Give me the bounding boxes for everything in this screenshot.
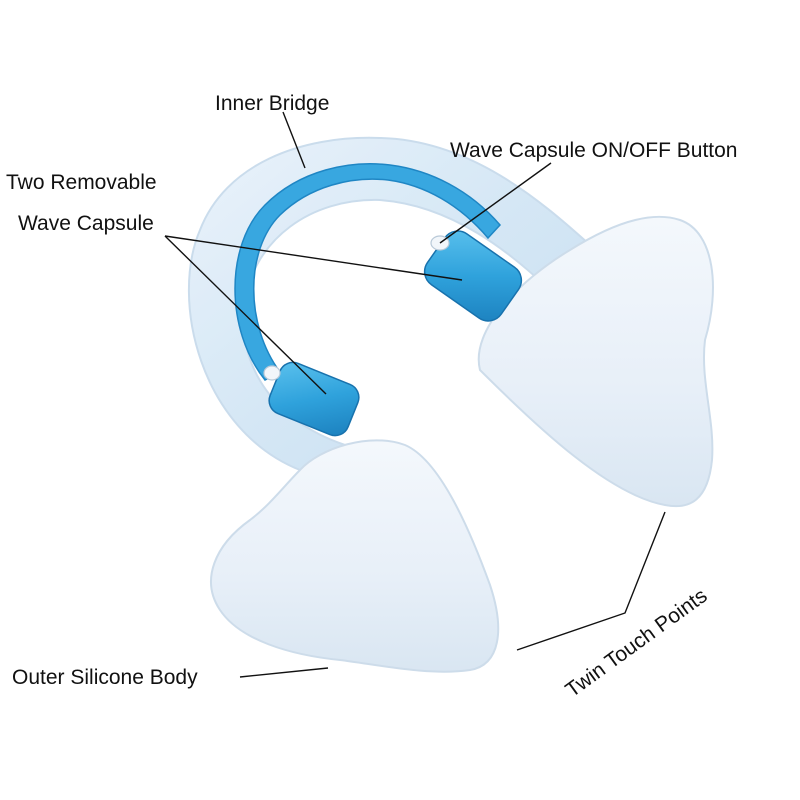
two-removable-label: Two Removable: [6, 171, 157, 194]
device-illustration: [187, 136, 714, 673]
inner-bridge-label: Inner Bridge: [215, 92, 329, 115]
inner-bridge-leader: [282, 111, 306, 169]
on-off-button-label: Wave Capsule ON/OFF Button: [450, 139, 738, 162]
right-wave-capsule: [423, 230, 523, 322]
leader-lines: [164, 111, 666, 678]
wave-capsule-leader-right: [164, 235, 463, 281]
outer-silicone-body-label: Outer Silicone Body: [12, 666, 198, 689]
left-silicone-pad: [210, 439, 500, 673]
twin-touch-points-label: Twin Touch Points: [561, 584, 711, 702]
right-silicone-pad: [477, 215, 714, 508]
capsule-tip: [263, 365, 281, 381]
wave-capsule-leader-left: [164, 235, 327, 395]
left-wave-capsule: [268, 361, 360, 437]
outer-body-leader: [239, 667, 329, 678]
on-off-button-leader: [439, 162, 552, 244]
inner-bridge-strip: [234, 163, 502, 381]
wave-capsule-label: Wave Capsule: [18, 212, 154, 235]
twin-touch-leader: [516, 511, 666, 651]
